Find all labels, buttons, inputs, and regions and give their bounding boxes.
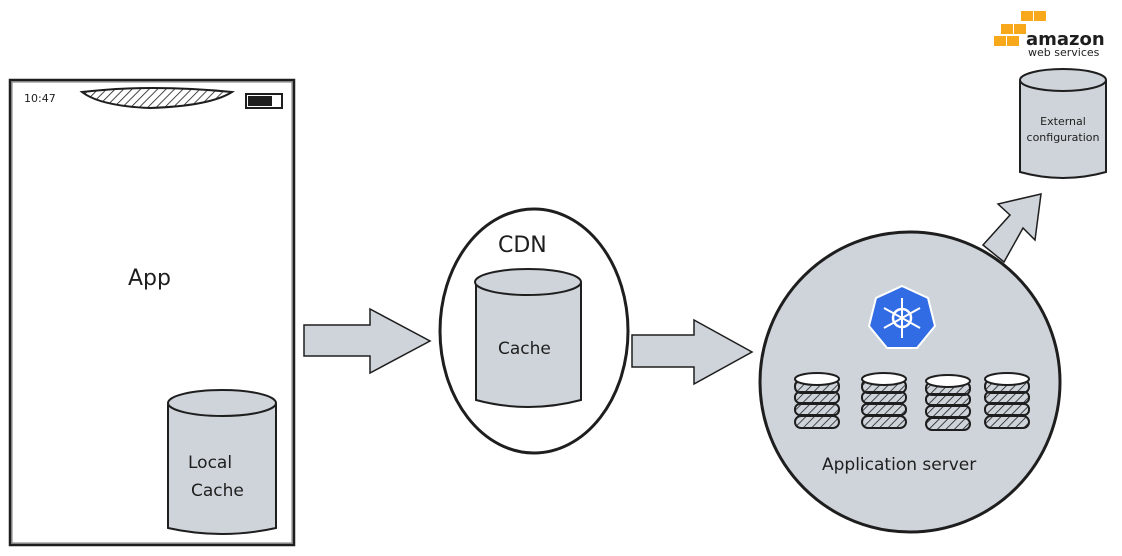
local-cache-label-line1: Local <box>188 453 232 473</box>
arrow-server-to-config <box>981 193 1042 264</box>
server-disk-stack-1 <box>794 372 840 429</box>
kubernetes-icon <box>867 284 937 349</box>
external-configuration-label-line2: configuration <box>1027 131 1100 144</box>
battery-icon <box>245 93 283 109</box>
cdn-title: CDN <box>498 233 547 258</box>
cdn-cache-cylinder <box>474 268 582 408</box>
external-configuration-label-line1: External <box>1040 115 1086 128</box>
phone-time: 10:47 <box>24 92 56 105</box>
server-disk-stack-4 <box>984 372 1030 429</box>
aws-logo-icon <box>994 11 1046 46</box>
server-disk-stack-2 <box>861 372 907 429</box>
external-configuration-cylinder <box>1019 68 1107 179</box>
aws-logo-line1: amazon <box>1026 29 1105 50</box>
server-disk-stack-3 <box>925 374 971 431</box>
local-cache-label-line2: Cache <box>191 481 244 501</box>
cdn-cache-label: Cache <box>498 339 551 359</box>
local-cache-cylinder <box>167 389 277 535</box>
phone-notch <box>79 87 235 110</box>
app-label: App <box>128 266 171 291</box>
application-server-label: Application server <box>822 455 976 475</box>
arrow-app-to-cdn <box>303 307 432 375</box>
phone-device <box>8 78 296 547</box>
aws-logo-line2: web services <box>1028 46 1100 59</box>
application-server-node <box>758 230 1062 534</box>
arrow-cdn-to-server <box>631 318 754 386</box>
